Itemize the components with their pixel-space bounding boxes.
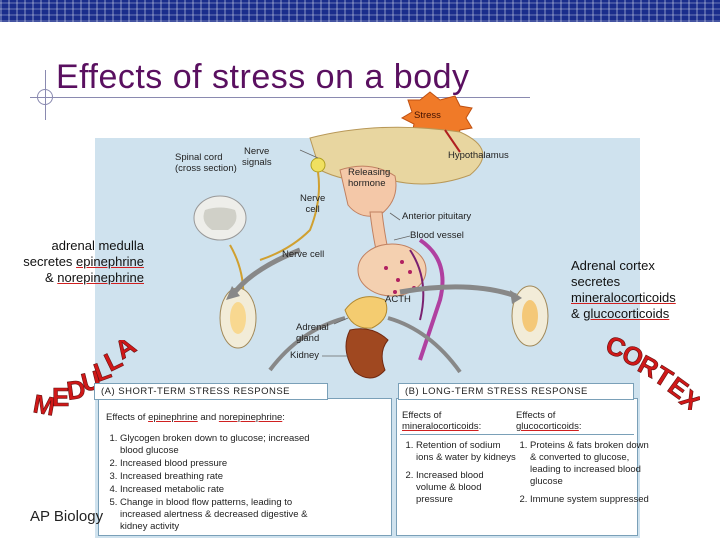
arrow-stress-to-hypothalamus	[444, 129, 461, 153]
nerve-cell-top	[310, 157, 326, 173]
col2-heading-line1: Effects of	[516, 410, 556, 421]
short-term-epinephrine: epinephrine	[148, 412, 198, 423]
right-note-line2: secretes	[571, 274, 621, 289]
spinal-cord-label: Spinal cord (cross section)	[175, 152, 237, 174]
arrow-nerve-to-medulla	[229, 247, 301, 298]
blood-vessel	[418, 238, 445, 361]
arrow-acth-to-cortex	[399, 284, 517, 299]
short-term-effects-and: and	[197, 412, 219, 423]
adrenal-gland-line1: Adrenal	[296, 322, 329, 333]
adrenal-gland-label: Adrenal gland	[296, 322, 329, 344]
title-rule	[30, 97, 530, 98]
arrow-gland-to-short-term	[268, 316, 346, 372]
col2-glucocorticoids: glucocorticoids	[516, 421, 579, 432]
right-note: Adrenal cortex secretes mineralocorticoi…	[571, 258, 676, 322]
left-note-line3: & norepinephrine	[2, 270, 144, 286]
left-note-line2: secretes epinephrine	[2, 254, 144, 270]
top-banner	[0, 0, 720, 22]
long-term-title: (B) LONG-TERM STRESS RESPONSE	[398, 383, 634, 400]
releasing-line2: hormone	[348, 178, 386, 189]
hypothalamus-lobe	[339, 165, 397, 217]
col2-heading-colon: :	[578, 421, 582, 432]
long-term-col1-heading: Effects of mineralocorticoids:	[402, 410, 481, 432]
long-term-box	[396, 398, 638, 536]
long-term-col1-item: Increased blood volume & blood pressure	[416, 470, 516, 506]
left-note: adrenal medulla secretes epinephrine & n…	[2, 238, 144, 286]
arrow-gland-to-long-term	[387, 316, 462, 374]
long-term-col2-heading: Effects of glucocorticoids:	[516, 410, 581, 432]
short-term-norepinephrine: norepinephrine	[218, 412, 283, 423]
long-term-divider	[400, 434, 634, 435]
pituitary-gland	[357, 243, 427, 297]
short-term-effects-heading: Effects of epinephrine and norepinephrin…	[106, 412, 285, 423]
spinal-cord-label-line1: Spinal cord	[175, 152, 223, 163]
adrenal-gland-center	[344, 296, 388, 329]
col1-heading-line2: mineralocorticoids:	[402, 421, 481, 432]
long-term-col2-item: Proteins & fats broken down & converted …	[530, 440, 652, 488]
short-term-effects-colon: :	[282, 412, 285, 423]
medulla-letter: M	[31, 388, 58, 420]
slide-title: Effects of stress on a body	[56, 58, 470, 96]
nerve-cell-top-line2: cell	[305, 204, 320, 215]
col1-mineralocorticoids: mineralocorticoids	[402, 421, 479, 432]
short-term-item: Increased blood pressure	[120, 458, 330, 470]
left-note-line1: adrenal medulla	[51, 238, 144, 253]
right-note-line1: Adrenal cortex	[571, 258, 655, 273]
long-term-col1-item: Retention of sodium ions & water by kidn…	[416, 440, 516, 464]
adrenal-gland-line2: gland	[296, 333, 320, 344]
blood-vessel-label: Blood vessel	[410, 230, 464, 241]
short-term-item: Increased metabolic rate	[120, 484, 330, 496]
glucocorticoids-term: glucocorticoids	[583, 306, 670, 321]
short-term-box	[98, 398, 392, 536]
mineralocorticoids-term: mineralocorticoids	[571, 290, 676, 305]
long-term-col2-list: Proteins & fats broken down & converted …	[514, 440, 652, 507]
stress-label: Stress	[414, 110, 441, 121]
left-note-prefix: secretes	[23, 254, 77, 269]
nerve-cell-top-line1: Nerve	[300, 193, 326, 204]
right-note-line4: & glucocorticoids	[571, 306, 676, 322]
anterior-pituitary-label: Anterior pituitary	[402, 211, 472, 222]
norepinephrine-term: norepinephrine	[57, 270, 144, 285]
medulla-letter: D	[65, 374, 88, 406]
long-term-col1-list: Retention of sodium ions & water by kidn…	[400, 440, 516, 507]
nerve-cell-mid-label: Nerve cell	[282, 249, 325, 260]
col2-heading-line2: glucocorticoids:	[516, 421, 581, 432]
banner-pattern	[0, 0, 720, 22]
footer-ap-biology: AP Biology	[30, 508, 104, 525]
releasing-line1: Releasing	[348, 167, 391, 178]
epinephrine-term: epinephrine	[76, 254, 144, 269]
short-term-item: Change in blood flow patterns, leading t…	[120, 497, 330, 533]
nerve-signals-line1: Nerve	[244, 146, 270, 157]
kidney-label: Kidney	[290, 350, 320, 361]
col1-heading-colon: :	[478, 421, 482, 432]
title-crosshair	[37, 89, 53, 105]
nerve-signals-line2: signals	[242, 157, 272, 168]
left-note-amp: &	[44, 270, 58, 285]
short-term-item: Increased breathing rate	[120, 471, 330, 483]
kidney-shape	[345, 328, 389, 379]
releasing-hormone-label: Releasing hormone	[348, 167, 390, 189]
right-note-amp: &	[571, 306, 584, 321]
short-term-effects-prefix: Effects of	[106, 412, 149, 423]
acth-label: ACTH	[385, 294, 411, 305]
nerve-signals-label: Nerve signals	[242, 146, 272, 168]
medulla-letter: E	[52, 382, 69, 412]
hypothalamus-label: Hypothalamus	[448, 150, 509, 161]
spinal-cord-label-line2: (cross section)	[175, 163, 237, 174]
long-term-col2-item: Immune system suppressed	[530, 494, 652, 506]
short-term-title: (A) SHORT-TERM STRESS RESPONSE	[94, 383, 328, 400]
col1-heading-line1: Effects of	[402, 410, 442, 421]
short-term-list: Glycogen broken down to glucose; increas…	[104, 433, 330, 534]
nerve-cell-top-label: Nerve cell	[300, 193, 325, 215]
short-term-item: Glycogen broken down to glucose; increas…	[120, 433, 330, 457]
right-note-line3: mineralocorticoids	[571, 290, 676, 306]
